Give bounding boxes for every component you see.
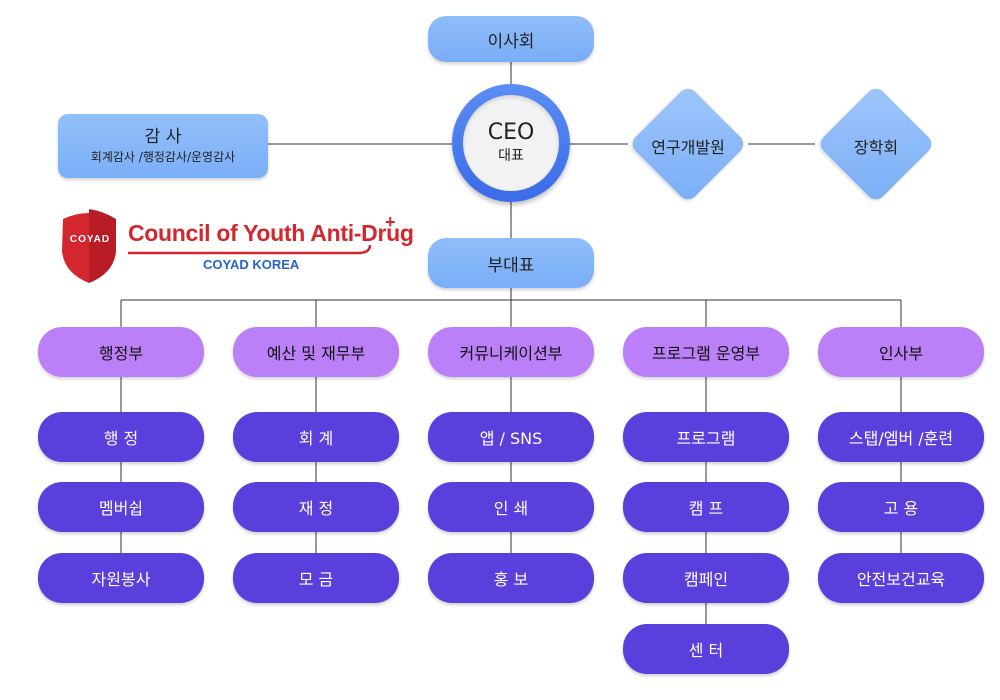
ceo-node: CEO 대표: [463, 95, 559, 191]
logo-title: Council of Youth Anti-Drug: [128, 220, 414, 246]
dept-program: 프로그램 운영부: [623, 327, 789, 377]
unit-label: 멤버쉽: [98, 499, 144, 518]
unit-label: 재 정: [298, 499, 334, 518]
unit-node: 캠페인: [623, 553, 789, 603]
unit-label: 캠페인: [683, 570, 729, 589]
ceo-title: CEO: [487, 120, 535, 145]
unit-node: 행 정: [38, 412, 204, 462]
unit-label: 센 터: [688, 641, 724, 660]
dept-hr: 인사부: [818, 327, 984, 377]
unit-node: 프로그램: [623, 412, 789, 462]
vice-node: 부대표: [428, 238, 594, 288]
vice-label: 부대표: [487, 255, 535, 276]
unit-node: 고 용: [818, 482, 984, 532]
ceo-subtitle: 대표: [498, 148, 524, 164]
dept-label: 인사부: [878, 344, 924, 363]
unit-node: 인 쇄: [428, 482, 594, 532]
dept-label: 프로그램 운영부: [651, 344, 761, 363]
unit-node: 회 계: [233, 412, 399, 462]
unit-label: 홍 보: [493, 570, 529, 589]
unit-node: 안전보건교육: [818, 553, 984, 603]
audit-detail: 회계감사 /행정감사/운영감사: [90, 150, 236, 164]
unit-label: 모 금: [298, 570, 334, 589]
unit-label: 고 용: [883, 499, 919, 518]
scholarship-label: 장학회: [853, 138, 899, 157]
unit-label: 행 정: [103, 429, 139, 448]
unit-node: 자원봉사: [38, 553, 204, 603]
unit-label: 회 계: [298, 429, 334, 448]
board-label: 이사회: [487, 31, 535, 52]
unit-node: 모 금: [233, 553, 399, 603]
unit-label: 안전보건교육: [856, 570, 946, 589]
dept-label: 예산 및 재무부: [266, 344, 366, 363]
unit-node: 재 정: [233, 482, 399, 532]
logo-plus: +: [385, 212, 396, 232]
unit-node: 홍 보: [428, 553, 594, 603]
unit-node: 캠 프: [623, 482, 789, 532]
unit-label: 프로그램: [676, 429, 736, 448]
board-node: 이사회: [428, 16, 594, 62]
dept-communication: 커뮤니케이션부: [428, 327, 594, 377]
audit-node: 감 사 회계감사 /행정감사/운영감사: [58, 114, 268, 178]
unit-node: 멤버쉽: [38, 482, 204, 532]
unit-node: 센 터: [623, 624, 789, 674]
unit-label: 스탭/엠버 /훈련: [848, 429, 954, 448]
unit-node: 스탭/엠버 /훈련: [818, 412, 984, 462]
dept-finance: 예산 및 재무부: [233, 327, 399, 377]
unit-label: 앱 / SNS: [479, 429, 543, 448]
dept-label: 커뮤니케이션부: [459, 344, 563, 363]
unit-label: 캠 프: [688, 499, 724, 518]
rnd-label: 연구개발원: [651, 138, 725, 157]
dept-admin: 행정부: [38, 327, 204, 377]
unit-label: 자원봉사: [91, 570, 151, 589]
audit-title: 감 사: [144, 127, 182, 147]
unit-node: 앱 / SNS: [428, 412, 594, 462]
logo-shield-text: COYAD: [69, 234, 111, 245]
unit-label: 인 쇄: [493, 499, 529, 518]
dept-label: 행정부: [98, 344, 144, 363]
logo-subtitle: COYAD KOREA: [203, 257, 300, 272]
coyad-logo: [62, 209, 372, 283]
